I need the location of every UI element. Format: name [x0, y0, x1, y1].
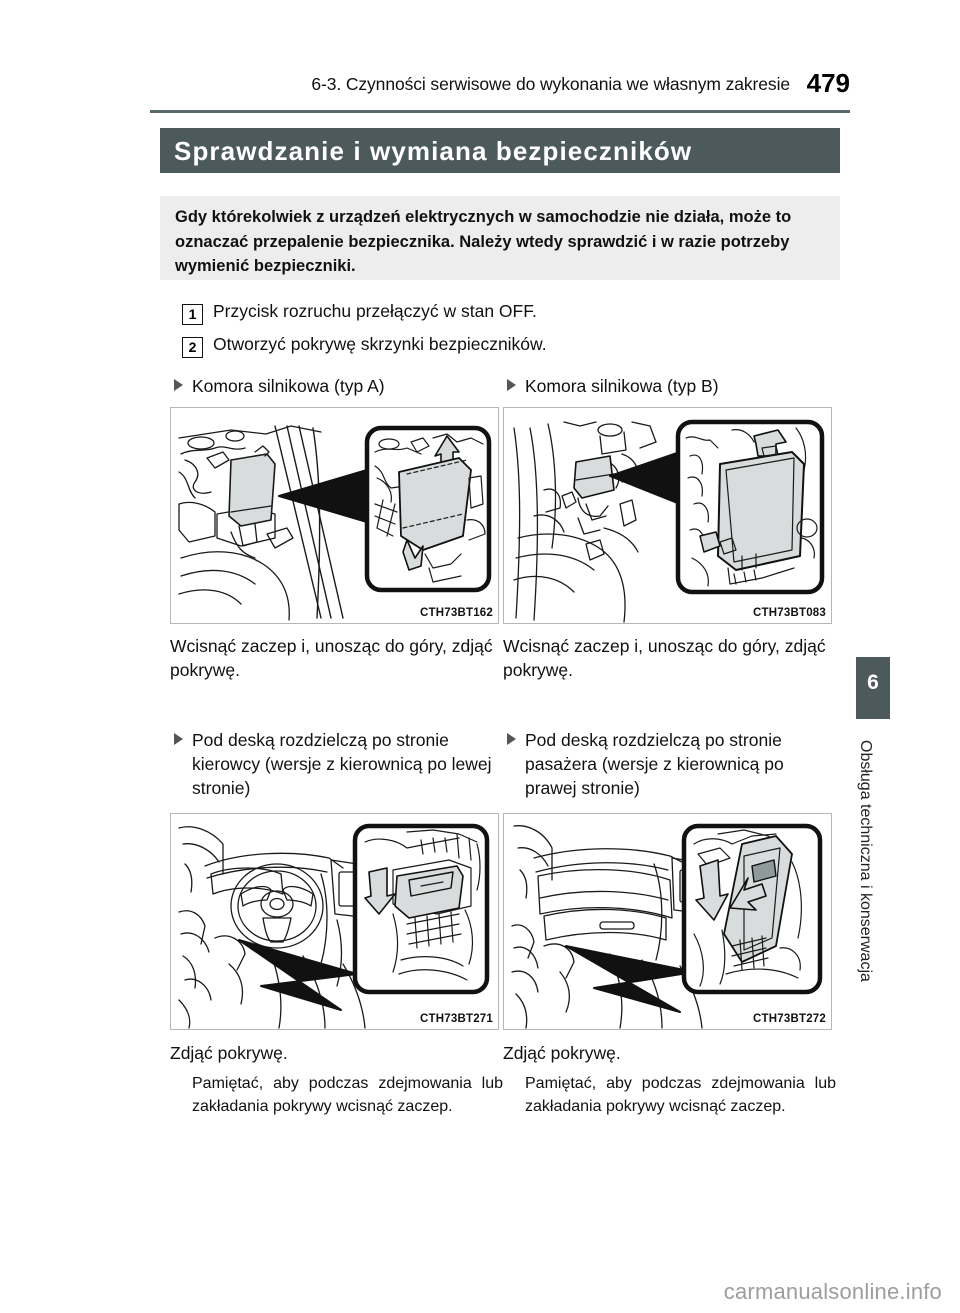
figure-dash-passenger: CTH73BT272 — [503, 813, 832, 1030]
figure-note-dash-driver: Pamiętać, aby podczas zdejmowania lub za… — [192, 1075, 503, 1115]
figure-code-label: CTH73BT083 — [753, 607, 826, 619]
step-number-badge: 2 — [182, 337, 203, 358]
figure-caption-engine-b: Wcisnąć zaczep i, unosząc do góry, zdjąć… — [503, 636, 826, 680]
heading-text: Komora silnikowa (typ A) — [192, 376, 385, 396]
watermark: carmanualsonline.info — [723, 1279, 942, 1304]
triangle-bullet-icon — [507, 733, 516, 745]
figure-code-label: CTH73BT272 — [753, 1013, 826, 1025]
step-text: Otworzyć pokrywę skrzynki bezpieczników. — [213, 334, 547, 354]
breadcrumb: 6-3. Czynności serwisowe do wykonania we… — [311, 74, 790, 94]
notice-text: Gdy którekolwiek z urządzeń elektrycznyc… — [175, 208, 792, 275]
chapter-label-text: Obsługa techniczna i konserwacja — [857, 740, 874, 982]
step-list: 1 Przycisk rozruchu przełączyć w stan OF… — [182, 301, 842, 369]
step-text: Przycisk rozruchu przełączyć w stan OFF. — [213, 301, 537, 321]
block-dash-passenger: Pod deską rozdzielczą po stronie pasażer… — [503, 728, 836, 1118]
section-title-bar: Sprawdzanie i wymiana bezpieczników — [160, 128, 840, 173]
illustration-engine-bay-type-b — [513, 419, 825, 623]
chapter-number: 6 — [867, 671, 879, 694]
header-divider — [150, 110, 850, 113]
page-number: 479 — [806, 68, 850, 98]
figure-engine-a: CTH73BT162 — [170, 407, 499, 624]
figure-caption-dash-driver: Zdjąć pokrywę. — [170, 1043, 288, 1063]
block-dash-driver: Pod deską rozdzielczą po stronie kierowc… — [170, 728, 503, 1118]
figure-code-label: CTH73BT271 — [420, 1013, 493, 1025]
subsection-heading-dash-passenger: Pod deską rozdzielczą po stronie pasażer… — [503, 728, 836, 800]
subsection-heading-dash-driver: Pod deską rozdzielczą po stronie kierowc… — [170, 728, 503, 800]
triangle-bullet-icon — [507, 379, 516, 391]
figure-caption-engine-a: Wcisnąć zaczep i, unosząc do góry, zdjąć… — [170, 636, 493, 680]
heading-text: Pod deską rozdzielczą po stronie kierowc… — [192, 730, 492, 798]
figure-engine-b: CTH73BT083 — [503, 407, 832, 624]
heading-text: Komora silnikowa (typ B) — [525, 376, 719, 396]
illustration-dashboard-passenger-side — [511, 823, 823, 1029]
step-number-badge: 1 — [182, 304, 203, 325]
illustration-dashboard-driver-side — [178, 823, 490, 1029]
triangle-bullet-icon — [174, 379, 183, 391]
illustration-engine-bay-type-a — [178, 425, 492, 621]
figure-note-dash-passenger: Pamiętać, aby podczas zdejmowania lub za… — [525, 1075, 836, 1115]
notice-box: Gdy którekolwiek z urządzeń elektrycznyc… — [160, 196, 840, 280]
list-item: 1 Przycisk rozruchu przełączyć w stan OF… — [182, 301, 842, 336]
heading-text: Pod deską rozdzielczą po stronie pasażer… — [525, 730, 784, 798]
figure-caption-dash-passenger: Zdjąć pokrywę. — [503, 1043, 621, 1063]
running-header: 6-3. Czynności serwisowe do wykonania we… — [150, 68, 850, 108]
triangle-bullet-icon — [174, 733, 183, 745]
chapter-tab: 6 — [856, 657, 890, 719]
list-item: 2 Otworzyć pokrywę skrzynki bezpiecznikó… — [182, 334, 842, 369]
subsection-heading-engine-b: Komora silnikowa (typ B) — [503, 374, 836, 398]
page-title: Sprawdzanie i wymiana bezpieczników — [174, 136, 693, 166]
chapter-label: Obsługa techniczna i konserwacja — [856, 740, 890, 1160]
figure-code-label: CTH73BT162 — [420, 607, 493, 619]
figure-dash-driver: CTH73BT271 — [170, 813, 499, 1030]
subsection-heading-engine-a: Komora silnikowa (typ A) — [170, 374, 503, 398]
block-engine-a: Komora silnikowa (typ A) — [170, 374, 503, 682]
block-engine-b: Komora silnikowa (typ B) — [503, 374, 836, 682]
